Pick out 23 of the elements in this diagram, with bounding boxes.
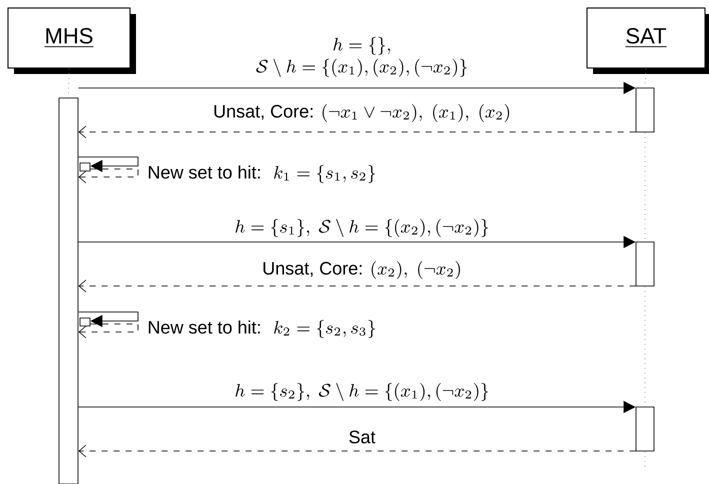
activation-bar <box>80 318 90 326</box>
message-label: $\begin{array}{c}h=\{\},\\ \mathcal{S}\setminus h=\{(x_1),(x_2),(\neg x_2)\}\end{array}$ <box>256 36 467 77</box>
activation-bar <box>636 406 654 452</box>
activation-bar <box>636 242 654 286</box>
message-label: $\text{Sat}$ <box>349 430 376 444</box>
message-label: $h=\{s_2\},\ \mathcal{S}\setminus h=\{(x_1),(\neg x_2)\}$ <box>236 382 488 402</box>
self-message-arrow <box>78 156 138 172</box>
return-arrow <box>78 444 636 458</box>
self-message-arrow <box>78 324 138 338</box>
return-arrow <box>78 280 636 292</box>
message-label: $\text{Unsat, Core: }(\neg x_1\vee\neg x_2),\ (x_1),\ (x_2)$ <box>214 104 510 122</box>
activation-bar <box>80 162 90 172</box>
participant-box: MHS <box>8 8 136 74</box>
message-label: $\text{Unsat, Core: }(x_2),\ (\neg x_2)$ <box>264 260 460 279</box>
return-arrow <box>78 126 636 138</box>
activation-bar <box>58 98 78 484</box>
participant-box: SAT <box>586 8 709 74</box>
message-label: $\text{New set to hit: }\ k_1=\{s_1,s_2\}$ <box>148 164 376 184</box>
message-label: $h=\{s_1\},\ \mathcal{S}\setminus h=\{(x_2),(\neg x_2)\}$ <box>236 218 488 238</box>
self-message-arrow <box>78 168 138 184</box>
message-label: $\text{New set to hit: }\ k_2=\{s_2,s_3\}$ <box>148 320 376 338</box>
activation-bar <box>636 88 654 132</box>
self-message-arrow <box>78 312 138 328</box>
